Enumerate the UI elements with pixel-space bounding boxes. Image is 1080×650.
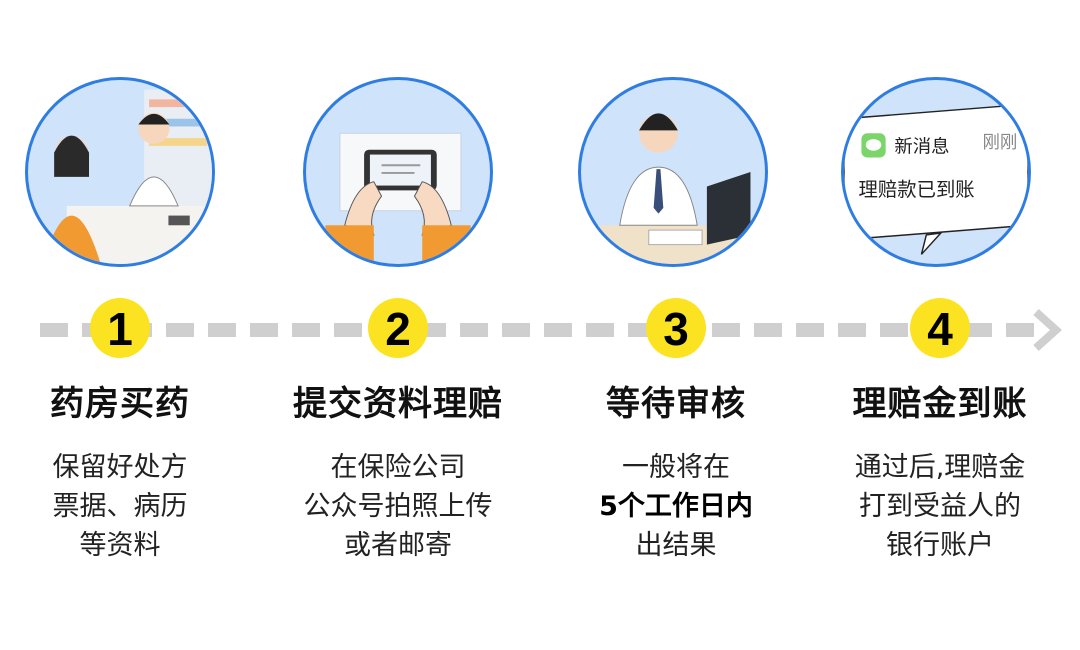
step-description: 通过后,理赔金 打到受益人的 银行账户: [800, 448, 1080, 565]
chevron-right-icon: [1033, 309, 1062, 351]
step-title: 理赔金到账: [852, 384, 1028, 424]
desc-line: 公众号拍照上传: [303, 491, 493, 522]
desc-line: 等资料: [79, 530, 161, 561]
desc-line: 银行账户: [886, 530, 994, 561]
desc-line: 保留好处方: [52, 452, 188, 483]
step-number-badge: 4: [910, 298, 970, 358]
desc-line: 在保险公司: [330, 452, 466, 483]
notification-time: 刚刚: [982, 133, 1017, 153]
desc-line: 通过后,理赔金: [854, 452, 1026, 483]
notification-message: 理赔款已到账: [859, 178, 975, 201]
desc-line: 一般将在: [622, 452, 730, 483]
step-description: 保留好处方 票据、病历 等资料: [0, 448, 260, 565]
timeline-dashed-line: [40, 323, 1040, 337]
desc-line-highlight: 5个工作日内: [599, 491, 753, 522]
submit-photo-illustration: [303, 77, 493, 267]
desc-line: 票据、病历: [52, 491, 188, 522]
step-description: 在保险公司 公众号拍照上传 或者邮寄: [258, 448, 538, 565]
desc-line: 打到受益人的: [859, 491, 1021, 522]
desc-line: 或者邮寄: [344, 530, 452, 561]
step-title: 药房买药: [50, 384, 190, 424]
step-number-badge: 1: [90, 298, 150, 358]
step-description: 一般将在 5个工作日内 出结果: [536, 448, 816, 565]
step-title: 提交资料理赔: [293, 384, 503, 424]
step-number-badge: 2: [368, 298, 428, 358]
notification-illustration: 新消息 刚刚 理赔款已到账: [841, 77, 1031, 267]
pharmacy-illustration: [25, 77, 215, 267]
desc-line: 出结果: [635, 530, 717, 561]
step-number-badge: 3: [646, 298, 706, 358]
step-title: 等待审核: [606, 384, 746, 424]
review-illustration: [578, 77, 768, 267]
notification-app-name: 新消息: [894, 137, 949, 158]
